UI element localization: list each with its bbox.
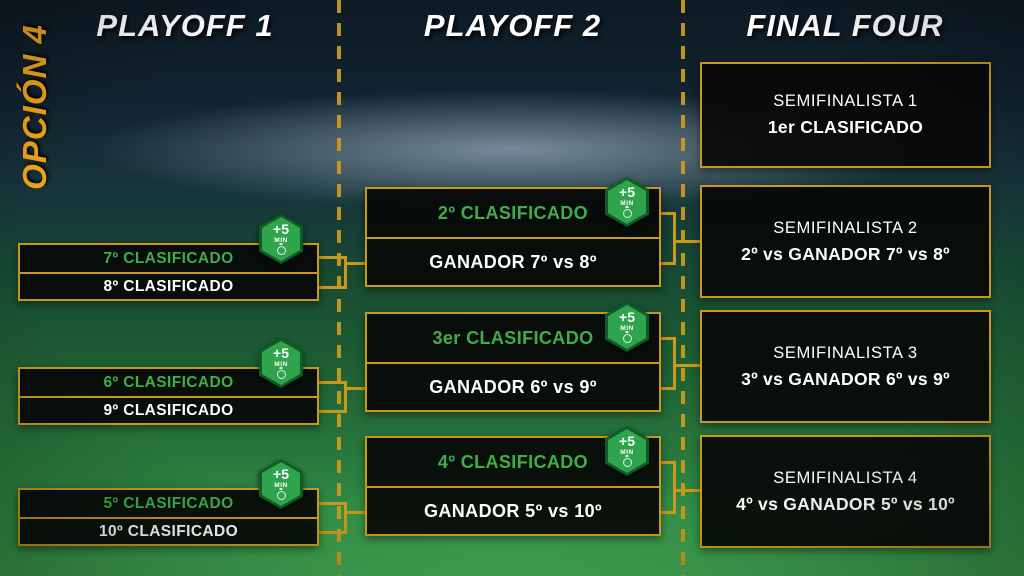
- connector-line: [344, 511, 367, 514]
- badge-min-label: MIN: [274, 237, 288, 244]
- connector-line: [659, 337, 676, 340]
- seed-label: 5º CLASIFICADO: [103, 494, 234, 512]
- badge-min-label: MIN: [274, 361, 288, 368]
- seed-label: 7º CLASIFICADO: [103, 249, 234, 267]
- semifinalist-title: SEMIFINALISTA 1: [773, 92, 918, 110]
- badge-plus-label: +5: [619, 184, 635, 200]
- final-four-slot-2: SEMIFINALISTA 2 2º vs GANADOR 7º vs 8º: [700, 185, 991, 298]
- stopwatch-icon: [276, 491, 286, 500]
- seed-label: 8º CLASIFICADO: [20, 272, 317, 299]
- badge-min-label: MIN: [274, 482, 288, 489]
- semifinalist-title: SEMIFINALISTA 4: [773, 468, 918, 487]
- connector-line: [673, 240, 700, 243]
- connector-line: [659, 387, 676, 390]
- connector-line: [319, 381, 347, 384]
- final-four-slot-1: SEMIFINALISTA 1 1er CLASIFICADO: [700, 62, 991, 168]
- seed-label: 10º CLASIFICADO: [20, 517, 317, 544]
- seed-label: 4º CLASIFICADO: [437, 451, 589, 472]
- stopwatch-icon: [276, 370, 286, 379]
- connector-line: [673, 337, 676, 390]
- stopwatch-icon: [622, 209, 632, 218]
- badge-plus-label: +5: [619, 433, 635, 449]
- connector-line: [659, 461, 676, 464]
- stopwatch-icon: [276, 246, 286, 255]
- connector-line: [673, 364, 700, 367]
- connector-line: [344, 262, 367, 265]
- connector-line: [659, 511, 676, 514]
- connector-line: [319, 256, 347, 259]
- connector-line: [344, 502, 347, 534]
- connector-line: [344, 387, 367, 390]
- connector-line: [673, 461, 676, 514]
- badge-plus-label: +5: [273, 466, 289, 482]
- semifinalist-detail: 4º vs GANADOR 5º vs 10º: [736, 493, 955, 514]
- seed-label: 2º CLASIFICADO: [437, 202, 589, 223]
- semifinalist-detail: 1er CLASIFICADO: [767, 117, 924, 137]
- semifinalist-detail: 2º vs GANADOR 7º vs 8º: [741, 243, 950, 264]
- final-four-slot-3: SEMIFINALISTA 3 3º vs GANADOR 6º vs 9º: [700, 310, 991, 423]
- connector-line: [319, 531, 347, 534]
- column-header-playoff2: PLAYOFF 2: [423, 8, 602, 43]
- connector-line: [659, 212, 676, 215]
- badge-plus-label: +5: [619, 309, 635, 325]
- connector-line: [673, 212, 676, 265]
- badge-min-label: MIN: [620, 200, 634, 207]
- connector-line: [319, 286, 347, 289]
- badge-min-label: MIN: [620, 325, 634, 332]
- badge-plus-label: +5: [273, 345, 289, 361]
- winner-label: GANADOR 6º vs 9º: [367, 362, 659, 410]
- connector-line: [319, 410, 347, 413]
- connector-line: [344, 256, 347, 289]
- stopwatch-icon: [622, 334, 632, 343]
- column-divider-2: [681, 0, 685, 576]
- semifinalist-detail: 3º vs GANADOR 6º vs 9º: [741, 368, 950, 389]
- connector-line: [659, 262, 676, 265]
- badge-min-label: MIN: [620, 449, 634, 456]
- badge-plus-label: +5: [273, 221, 289, 237]
- winner-label: GANADOR 5º vs 10º: [367, 486, 659, 534]
- semifinalist-title: SEMIFINALISTA 2: [773, 218, 918, 237]
- connector-line: [344, 381, 347, 413]
- connector-line: [673, 489, 700, 492]
- column-header-playoff1: PLAYOFF 1: [96, 8, 274, 43]
- connector-line: [319, 502, 347, 505]
- stopwatch-icon: [622, 458, 632, 467]
- column-header-final-four: FINAL FOUR: [746, 8, 944, 43]
- final-four-slot-4: SEMIFINALISTA 4 4º vs GANADOR 5º vs 10º: [700, 435, 991, 548]
- semifinalist-title: SEMIFINALISTA 3: [773, 343, 918, 362]
- seed-label: 3er CLASIFICADO: [432, 327, 594, 348]
- seed-label: 9º CLASIFICADO: [20, 396, 317, 423]
- winner-label: GANADOR 7º vs 8º: [367, 237, 659, 285]
- seed-label: 6º CLASIFICADO: [103, 373, 234, 391]
